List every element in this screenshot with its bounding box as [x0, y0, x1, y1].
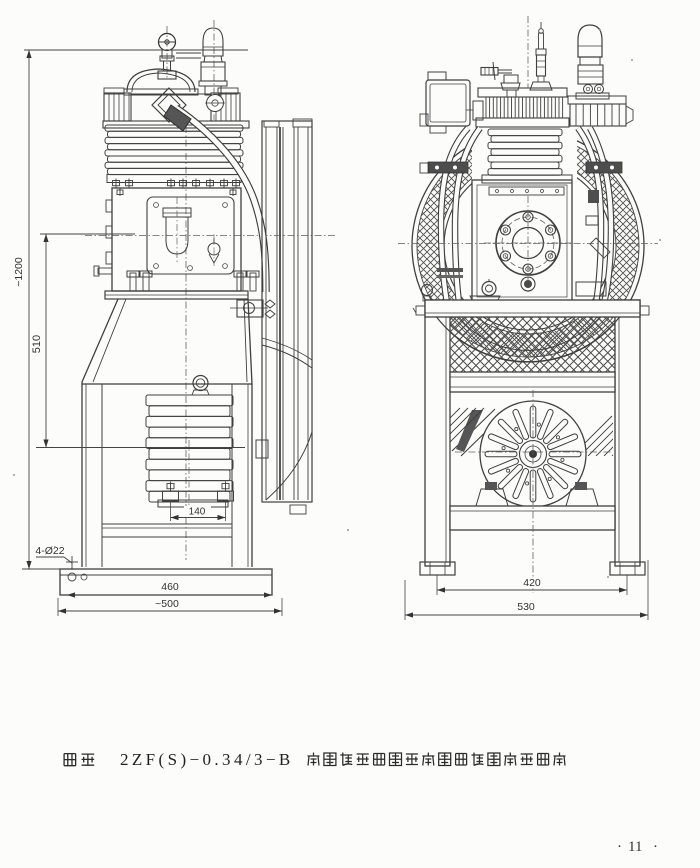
svg-text:11: 11	[628, 839, 642, 855]
svg-text:·: ·	[653, 839, 658, 855]
svg-text:~1200: ~1200	[13, 257, 25, 287]
svg-text:420: 420	[523, 577, 541, 589]
svg-text:530: 530	[517, 601, 535, 613]
svg-text:~500: ~500	[155, 598, 179, 610]
svg-text:4-Ø22: 4-Ø22	[35, 545, 64, 557]
svg-text:510: 510	[31, 335, 43, 353]
svg-text:460: 460	[161, 581, 179, 593]
svg-text:2ZF(S)−0.34/3−B: 2ZF(S)−0.34/3−B	[120, 750, 294, 769]
svg-text:140: 140	[189, 507, 206, 518]
svg-text:·: ·	[617, 839, 622, 855]
